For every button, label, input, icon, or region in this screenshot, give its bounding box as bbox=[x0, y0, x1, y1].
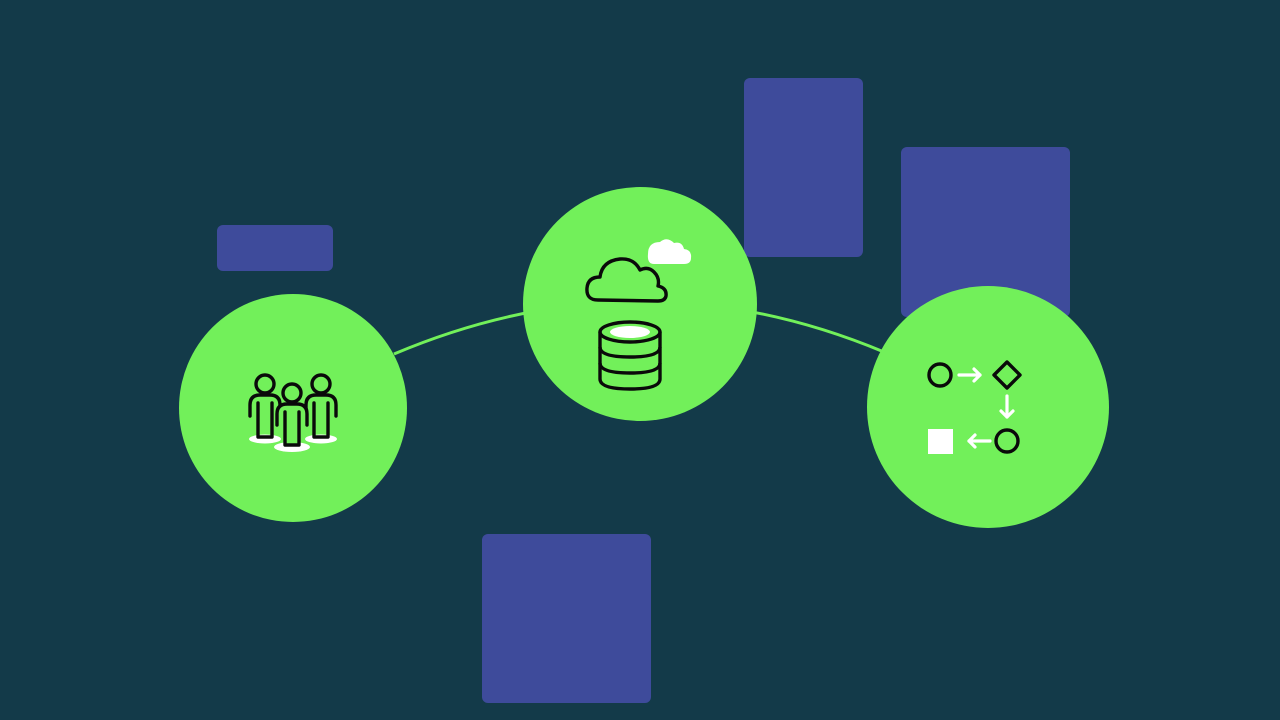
arrow-left-icon bbox=[967, 433, 992, 449]
process-square-icon bbox=[928, 429, 953, 454]
workflow-node bbox=[867, 286, 1109, 528]
cloud-icon bbox=[585, 257, 668, 303]
database-icon bbox=[598, 320, 662, 391]
cloud-database-icon bbox=[585, 239, 692, 391]
process-flow-icon bbox=[927, 360, 1022, 454]
block-tall-top bbox=[744, 78, 863, 257]
end-circle-icon bbox=[994, 428, 1020, 454]
block-small-left bbox=[217, 225, 333, 271]
cloud-data-node bbox=[523, 187, 757, 421]
start-circle-icon bbox=[927, 362, 953, 388]
arrow-right-icon bbox=[957, 367, 982, 383]
block-square-bottom bbox=[482, 534, 651, 703]
decision-diamond-icon bbox=[992, 360, 1022, 390]
people-group-icon bbox=[248, 373, 338, 452]
people-node bbox=[179, 294, 407, 522]
arrow-down-icon bbox=[999, 394, 1015, 419]
small-cloud-icon bbox=[647, 239, 692, 264]
